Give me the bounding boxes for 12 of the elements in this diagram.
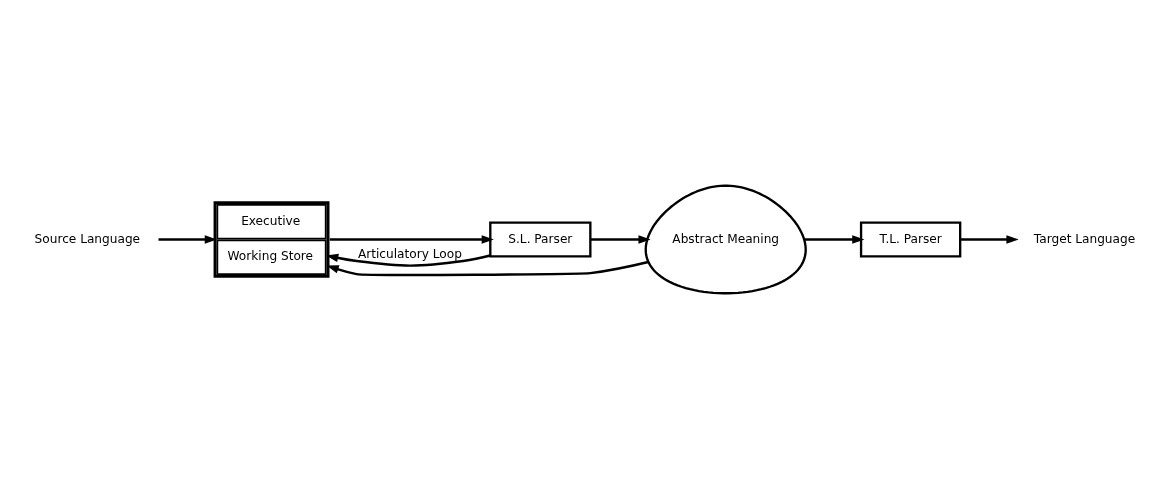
arrow: [326, 253, 491, 267]
arrow: [590, 234, 651, 244]
arrow: [960, 234, 1019, 244]
arrow: [158, 234, 217, 244]
arrow: [326, 260, 649, 276]
node-box: S.L. Parser: [489, 221, 592, 257]
arrow: [804, 234, 865, 244]
arrow: [329, 234, 494, 244]
node-text: Target Language: [1033, 231, 1136, 246]
node-text: Source Language: [34, 231, 141, 246]
node-box: T.L. Parser: [859, 221, 962, 257]
edge-label: Articulatory Loop: [357, 246, 462, 261]
